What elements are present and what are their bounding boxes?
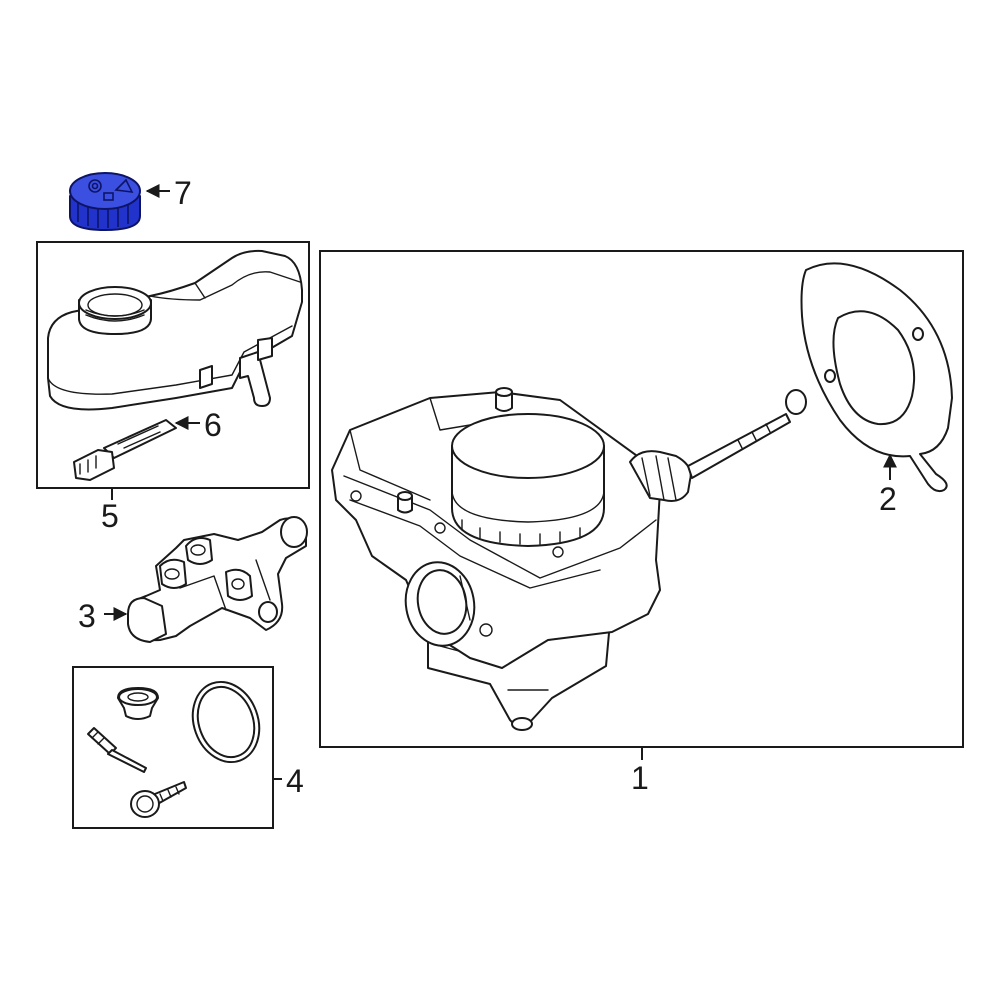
booster-gasket-part-2[interactable]: [800, 262, 953, 493]
fluid-level-sensor-part-6[interactable]: [73, 419, 177, 481]
o-ring-part-4[interactable]: [182, 673, 270, 772]
callout-6: 6: [204, 407, 222, 443]
flange-bolt-part-4[interactable]: [130, 781, 187, 818]
callout-2: 2: [879, 481, 897, 517]
callout-7: 7: [174, 175, 192, 211]
callout-3: 3: [78, 598, 96, 634]
callout-4: 4: [286, 763, 304, 799]
push-rod-pin-part-4[interactable]: [87, 727, 147, 773]
reservoir-group-box: [36, 241, 310, 489]
hardware-kit-box: [72, 666, 274, 829]
brake-fluid-reservoir-part-5[interactable]: [47, 249, 303, 411]
reservoir-cap-part-7[interactable]: [69, 172, 141, 231]
callout-5: 5: [101, 498, 119, 534]
brake-booster-part-1[interactable]: [331, 387, 807, 731]
master-cylinder-part-3[interactable]: [127, 516, 308, 643]
callout-1: 1: [631, 760, 649, 796]
grommet-part-4[interactable]: [117, 687, 159, 720]
